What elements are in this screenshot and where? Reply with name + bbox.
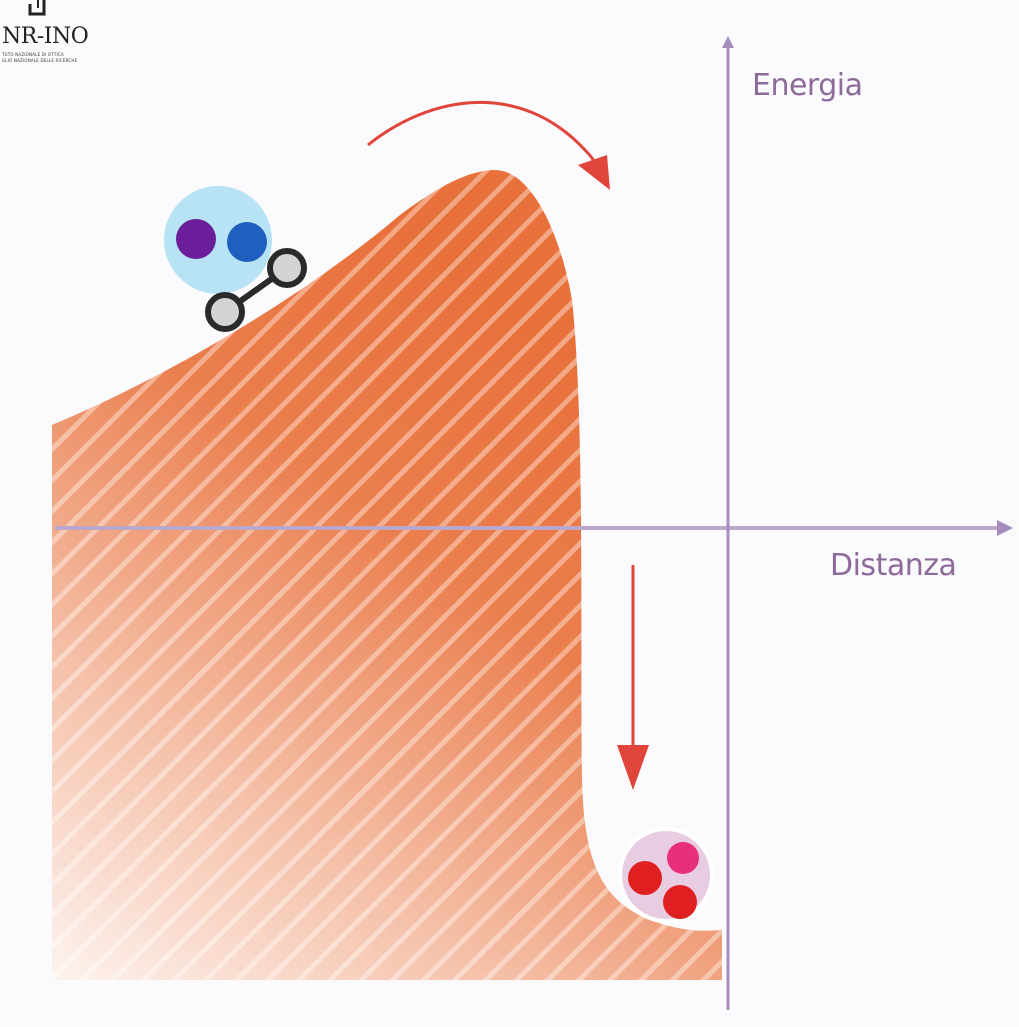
y-axis-label: Energia xyxy=(752,68,863,103)
curved-arrow-head xyxy=(578,155,610,190)
logo-subtitle-2: GLIO NAZIONALE DELLE RICERCHE xyxy=(2,58,78,63)
atom-gray-lower xyxy=(205,292,245,332)
cnr-logo-mark xyxy=(28,0,46,16)
reactant-molecule xyxy=(164,186,307,332)
product-molecule xyxy=(618,827,714,923)
reactant-halo xyxy=(164,186,272,294)
logo-icon xyxy=(28,0,46,16)
curved-arrow xyxy=(367,100,606,181)
x-axis-label: Distanza xyxy=(830,548,957,583)
logo-title: NR-INO xyxy=(2,24,89,49)
atom-red-left xyxy=(628,861,662,895)
atom-pink xyxy=(667,842,699,874)
atom-blue xyxy=(227,222,267,262)
down-arrow-head xyxy=(617,745,649,790)
logo: NR-INO TUTO NAZIONALE DI OTTICA GLIO NAZ… xyxy=(0,0,120,63)
logo-subtitle-1: TUTO NAZIONALE DI OTTICA xyxy=(2,52,64,57)
atom-red-right xyxy=(663,885,697,919)
atom-gray-upper xyxy=(267,248,307,288)
atom-purple xyxy=(176,219,216,259)
